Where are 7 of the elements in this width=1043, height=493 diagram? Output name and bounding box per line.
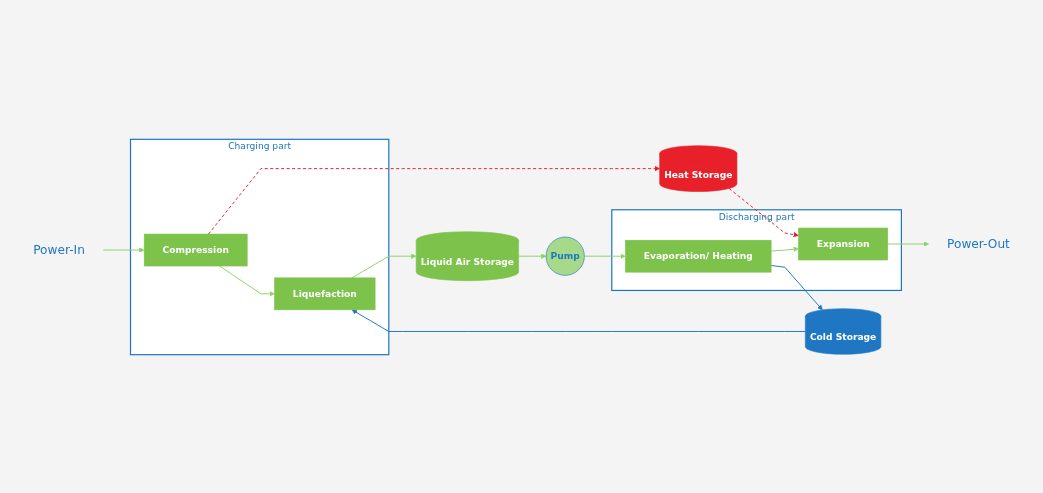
node-box: Liquefaction <box>274 277 376 310</box>
node-text: Power-In <box>33 242 85 257</box>
node-box: Compression <box>143 233 248 266</box>
node-box: Evaporation/ Heating <box>625 239 772 272</box>
node-text: Power-Out <box>947 236 1010 251</box>
node-circle: Pump <box>545 236 585 276</box>
node-box: Expansion <box>798 227 888 260</box>
